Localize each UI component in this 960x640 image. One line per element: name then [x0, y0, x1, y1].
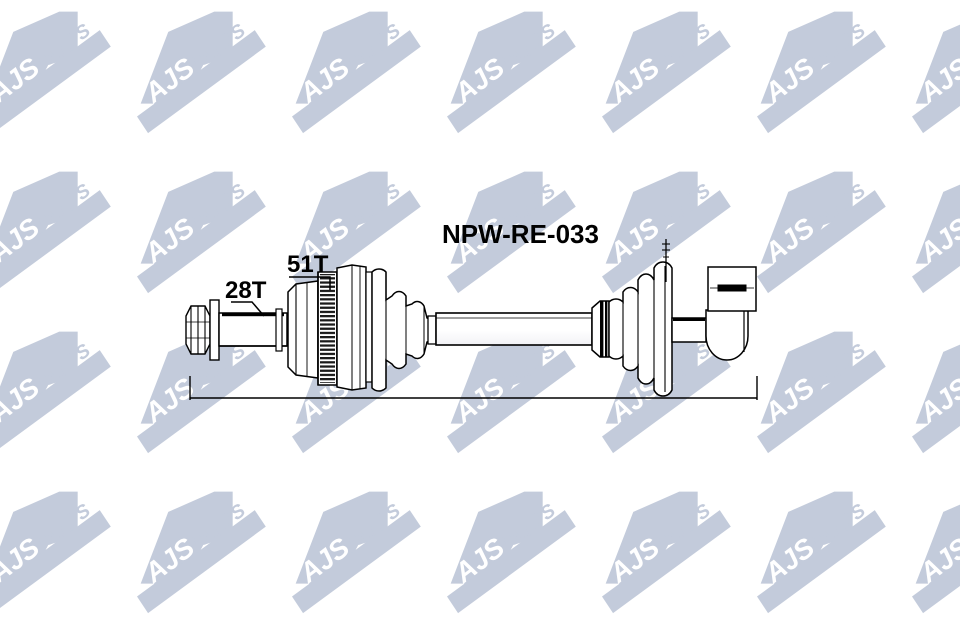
label-51t: 51T — [287, 251, 329, 278]
boot-neck-clamp — [427, 315, 437, 345]
abs-ring-teeth — [320, 274, 335, 383]
inner-cv-boot — [608, 261, 673, 397]
inner-joint-rounded-body — [705, 309, 749, 361]
inner-stub-shaft — [671, 317, 707, 343]
splined-stub-shaft-group — [218, 308, 288, 352]
label-28t: 28T — [225, 277, 267, 304]
shaft-step-group — [591, 300, 610, 358]
intermediate-shaft-group — [435, 312, 593, 346]
flange-slot — [717, 284, 747, 292]
washer-flange — [209, 299, 220, 361]
hub-nut-group — [185, 299, 220, 361]
inner-joint-flange-group — [671, 266, 757, 361]
inner-cv-boot-group — [608, 239, 673, 397]
outer-cv-joint-housing — [287, 280, 319, 379]
spline-teeth-band — [222, 313, 284, 317]
label-28t-group: 28T — [225, 277, 267, 317]
outer-cv-boot-group — [371, 268, 437, 392]
part-number-text: NPW-RE-033 — [442, 219, 599, 249]
leader-line-28t — [231, 301, 265, 317]
outer-cv-boot — [371, 268, 432, 392]
